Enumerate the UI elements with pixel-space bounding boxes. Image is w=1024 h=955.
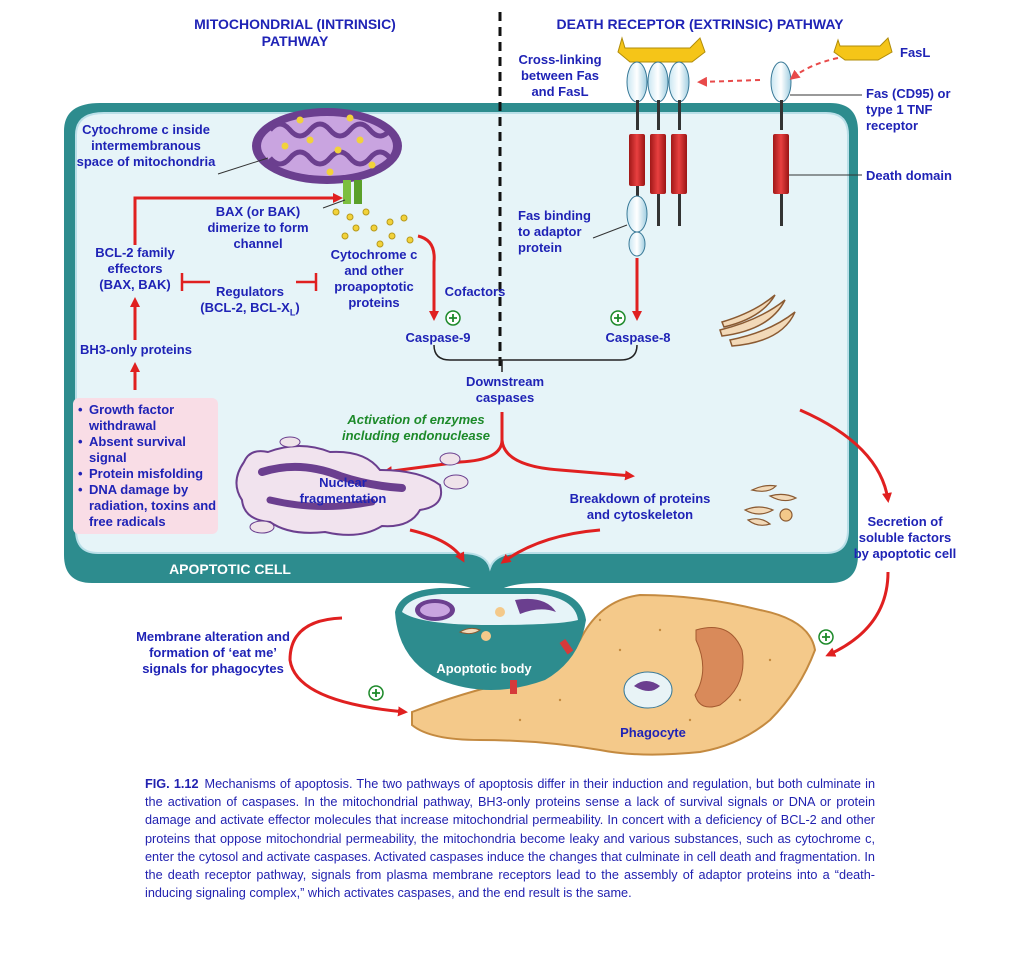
caspase-bracket — [433, 344, 638, 361]
bcl2-effectors-label: BCL-2 family effectors (BAX, BAK) — [95, 245, 175, 292]
cofactors-label: Cofactors — [444, 284, 506, 299]
apoptotic-body-label: Apoptotic body — [436, 661, 532, 676]
stimulus-item: Absent survival signal — [78, 434, 218, 466]
stimulation-markers — [368, 310, 834, 701]
mitochondrion-icon — [252, 108, 402, 184]
cytochrome-inside-label: Cytochrome c inside intermembranous spac… — [76, 122, 216, 169]
regulators-line2: (BCL-2, BCL-X — [200, 300, 290, 315]
bh3-only-label: BH3-only proteins — [80, 342, 192, 357]
organelle-fragment-icon — [719, 294, 796, 347]
death-domain-label: Death domain — [866, 168, 952, 183]
regulators-close: ) — [295, 300, 300, 315]
cross-linking-label: Cross-linking between Fas and FasL — [518, 52, 602, 99]
fas-receptor-cluster-icon — [617, 36, 706, 257]
caption-text: Mechanisms of apoptosis. The two pathway… — [145, 777, 876, 901]
secretion-soluble-label: Secretion of soluble factors by apoptoti… — [853, 514, 957, 561]
protein-fragments-icon — [743, 484, 798, 526]
regulators-subscript: L — [289, 307, 296, 318]
apoptotic-stimuli-box: Growth factor withdrawal Absent survival… — [73, 398, 218, 534]
bax-bak-label: BAX (or BAK) dimerize to form channel — [207, 204, 309, 251]
phagosome-icon — [623, 671, 673, 709]
fasl-ligand-icon — [833, 37, 893, 61]
phagocyte-cell-icon — [411, 593, 817, 756]
diagram-canvas — [64, 12, 893, 756]
figure-number: FIG. 1.12 — [145, 777, 199, 791]
intrinsic-pathway-title: MITOCHONDRIAL (INTRINSIC) PATHWAY — [194, 16, 396, 49]
stimulus-item: Growth factor withdrawal — [78, 402, 218, 434]
extrinsic-pathway-title: DEATH RECEPTOR (EXTRINSIC) PATHWAY — [556, 16, 844, 32]
phagocyte-label: Phagocyte — [620, 725, 686, 740]
apoptotic-body-icon — [395, 588, 586, 694]
cytochrome-release-dots — [332, 208, 414, 248]
cytochrome-other-label: Cytochrome c and other proapoptotic prot… — [330, 247, 418, 310]
breakdown-proteins-label: Breakdown of proteins and cytoskeleton — [569, 491, 711, 522]
nuclear-fragmentation-label: Nuclear fragmentation — [299, 475, 387, 506]
intrinsic-arrows — [130, 193, 892, 717]
regulators-label: Regulators (BCL-2, BCL-XL) — [190, 284, 310, 321]
activation-enzymes-label: Activation of enzymes including endonucl… — [341, 412, 491, 443]
fas-receptor-single-icon — [770, 61, 792, 226]
stimuli-list: Growth factor withdrawal Absent survival… — [73, 402, 218, 530]
fas-binding-label: Fas binding to adaptor protein — [518, 208, 591, 255]
fas-receptor-label: Fas (CD95) or type 1 TNF receptor — [866, 86, 951, 133]
inhibition-markers — [180, 273, 318, 291]
membrane-alteration-label: Membrane alteration and formation of ‘ea… — [136, 629, 290, 676]
stimulus-item: Protein misfolding — [78, 466, 218, 482]
stimulus-item: DNA damage by radiation, toxins and free… — [78, 482, 218, 530]
bax-channel-icon — [343, 180, 362, 204]
caspase-9-label: Caspase-9 — [405, 330, 471, 345]
downstream-caspases-label: Downstream caspases — [465, 374, 545, 405]
fragmented-nucleus-icon — [235, 436, 469, 536]
apoptosis-diagram: MITOCHONDRIAL (INTRINSIC) PATHWAY DEATH … — [0, 0, 1024, 770]
apoptotic-cell-label: APOPTOTIC CELL — [169, 561, 291, 577]
regulators-line1: Regulators — [216, 284, 284, 299]
caspase-8-label: Caspase-8 — [605, 330, 671, 345]
fasl-label: FasL — [900, 45, 931, 60]
